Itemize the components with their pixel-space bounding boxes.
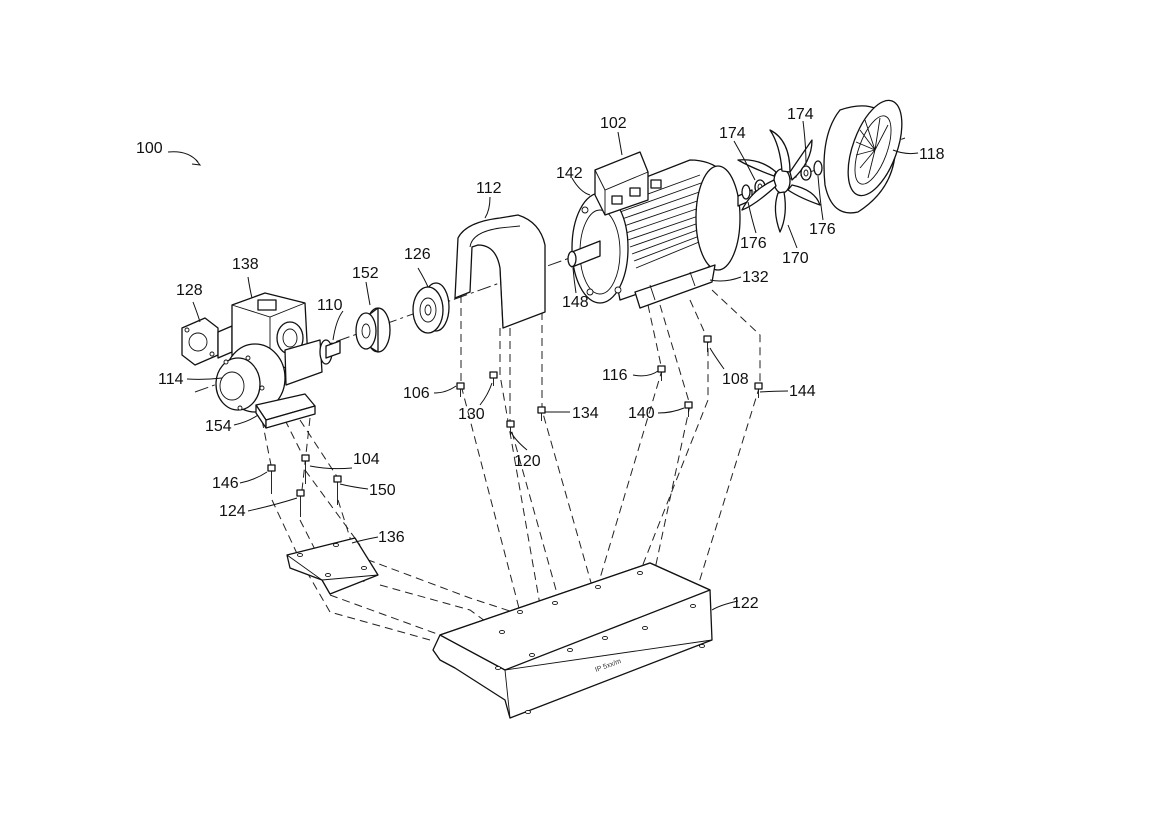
base-plate-holes [495,570,705,715]
fan [737,129,821,233]
ref-114: 114 [158,371,184,388]
bolt-150 [333,475,342,505]
ref-176-a: 176 [740,235,767,252]
pump-body [215,339,323,413]
ref-112: 112 [476,180,502,197]
ref-146: 146 [212,475,239,492]
ref-110: 110 [317,297,343,314]
ref-150: 150 [369,482,396,499]
pump-assembly [181,292,341,429]
bolt-140 [684,401,693,417]
ref-130: 130 [458,406,485,423]
coupling-half [412,282,450,334]
bolt-120 [506,420,515,435]
ref-138: 138 [232,256,259,273]
pump-base-plate [286,537,379,595]
motor-feet [634,264,716,309]
ref-174-b: 174 [787,106,814,123]
motor-terminal-box [594,151,662,216]
pump-foot [255,393,316,429]
coupling [355,307,391,353]
bolt-130 [489,371,498,386]
ref-106: 106 [403,385,430,402]
ref-132: 132 [742,269,769,286]
ref-174-a: 174 [719,125,746,142]
ref-102: 102 [600,115,627,132]
bolts [267,335,763,517]
electric-motor [567,151,753,309]
motor-shaft [567,240,601,268]
ref-126: 126 [404,246,431,263]
bolt-106 [456,382,465,397]
washer-176-b [813,160,823,176]
nut-174-b [800,165,812,181]
ref-134: 134 [572,405,599,422]
bolt-146 [267,464,276,494]
ref-154: 154 [205,418,232,435]
bolt-134 [537,406,546,421]
pump-shaft [319,339,341,365]
bolt-116 [657,365,666,381]
ref-122: 122 [732,595,759,612]
bolt-124 [296,489,305,517]
ref-108: 108 [722,371,749,388]
ref-118: 118 [919,146,945,163]
fan-shroud [823,99,903,214]
ref-120: 120 [514,453,541,470]
ref-100: 100 [136,140,163,157]
ref-152: 152 [352,265,379,282]
ref-170: 170 [782,250,809,267]
leader-lines [167,120,919,611]
coupling-cover [454,214,546,329]
ref-128: 128 [176,282,203,299]
bolt-108 [703,335,712,352]
ref-144: 144 [789,383,816,400]
ref-104: 104 [353,451,380,468]
ref-142: 142 [556,165,583,182]
ref-140: 140 [628,405,655,422]
ref-124: 124 [219,503,246,520]
ref-136: 136 [378,529,405,546]
ref-176-b: 176 [809,221,836,238]
ref-148: 148 [562,294,589,311]
bolt-144 [754,382,763,398]
washer-176-a [741,184,751,200]
ref-116: 116 [602,367,628,384]
bolt-104 [301,454,310,484]
pump-flange [181,317,219,366]
reference-labels: 100 102 104 106 108 110 112 114 116 118 … [136,106,945,612]
base-plate: IP 5xx/m [432,562,713,719]
